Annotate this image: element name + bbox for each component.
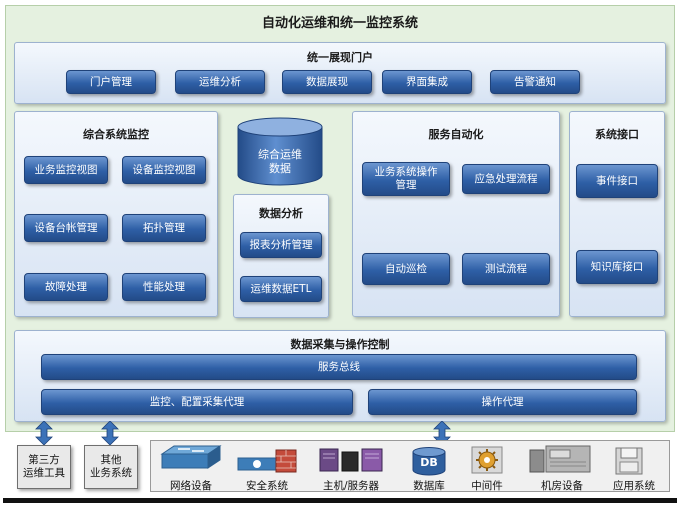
operation-agent[interactable]: 操作代理 [368, 389, 637, 415]
monitor-item-business-view[interactable]: 业务监控视图 [24, 156, 108, 184]
interface-item-knowledge[interactable]: 知识库接口 [576, 250, 658, 284]
database-icon [412, 447, 446, 476]
device-label-security: 安全系统 [246, 480, 288, 492]
device-label-middleware: 中间件 [471, 480, 503, 492]
ops-database-line2: 数据 [269, 162, 291, 175]
datacenter-equipment-icon [529, 445, 591, 473]
device-label-database: 数据库 [413, 480, 445, 492]
other-business-systems[interactable]: 其他 业务系统 [84, 445, 138, 489]
device-label-datacenter: 机房设备 [541, 480, 583, 492]
double-arrow-icon [101, 421, 119, 445]
monitor-item-topology[interactable]: 拓扑管理 [122, 214, 206, 242]
device-label-network: 网络设备 [170, 480, 212, 492]
automation-panel: 服务自动化 [352, 111, 560, 317]
application-disk-icon [615, 447, 643, 475]
database-icon-text: DB [420, 456, 438, 469]
monitor-item-fault-handling[interactable]: 故障处理 [24, 273, 108, 301]
device-label-server: 主机/服务器 [322, 480, 380, 492]
portal-title: 统一展现门户 [307, 51, 373, 64]
service-bus[interactable]: 服务总线 [41, 354, 637, 380]
double-arrow-icon [433, 421, 451, 445]
monitor-title: 综合系统监控 [83, 128, 149, 141]
portal-item-ui-integration[interactable]: 界面集成 [382, 70, 472, 94]
automation-item-auto-inspection[interactable]: 自动巡检 [362, 253, 450, 285]
automation-item-business-ops-line2: 管理 [395, 179, 417, 191]
middleware-gear-icon [471, 446, 503, 474]
analysis-title: 数据分析 [259, 207, 303, 220]
interface-title: 系统接口 [595, 128, 639, 141]
double-arrow-icon [35, 421, 53, 445]
ops-database-label: 综合运维 数据 [234, 148, 326, 176]
ops-database-line1: 综合运维 [258, 148, 302, 161]
firewall-icon [237, 449, 297, 473]
monitor-config-agent[interactable]: 监控、配置采集代理 [41, 389, 353, 415]
other-business-systems-line2: 业务系统 [90, 467, 132, 479]
device-label-application: 应用系统 [613, 480, 655, 492]
portal-item-data-display[interactable]: 数据展现 [282, 70, 372, 94]
server-icon [319, 448, 383, 472]
automation-item-test-flow[interactable]: 测试流程 [462, 253, 550, 285]
portal-item-ops-analysis[interactable]: 运维分析 [175, 70, 265, 94]
automation-item-business-ops[interactable]: 业务系统操作 管理 [362, 162, 450, 196]
monitor-item-device-view[interactable]: 设备监控视图 [122, 156, 206, 184]
automation-item-emergency[interactable]: 应急处理流程 [462, 164, 550, 194]
automation-item-business-ops-line1: 业务系统操作 [374, 166, 438, 178]
third-party-tools[interactable]: 第三方 运维工具 [17, 445, 71, 489]
analysis-item-etl[interactable]: 运维数据ETL [240, 276, 322, 302]
other-business-systems-line1: 其他 [100, 454, 122, 466]
portal-item-portal-management[interactable]: 门户管理 [66, 70, 156, 94]
monitor-item-asset-ledger[interactable]: 设备台帐管理 [24, 214, 108, 242]
analysis-item-report[interactable]: 报表分析管理 [240, 232, 322, 258]
interface-item-event[interactable]: 事件接口 [576, 164, 658, 198]
automation-title: 服务自动化 [428, 128, 484, 141]
third-party-tools-line1: 第三方 [28, 454, 60, 466]
interface-panel: 系统接口 [569, 111, 665, 317]
collection-title: 数据采集与操作控制 [290, 338, 390, 351]
system-title: 自动化运维和统一监控系统 [261, 16, 418, 31]
ops-database-icon [237, 117, 323, 186]
router-icon [160, 445, 222, 469]
portal-item-alert-notification[interactable]: 告警通知 [490, 70, 580, 94]
third-party-tools-line2: 运维工具 [23, 467, 65, 479]
bottom-baseline [3, 498, 677, 503]
monitor-item-performance[interactable]: 性能处理 [122, 273, 206, 301]
